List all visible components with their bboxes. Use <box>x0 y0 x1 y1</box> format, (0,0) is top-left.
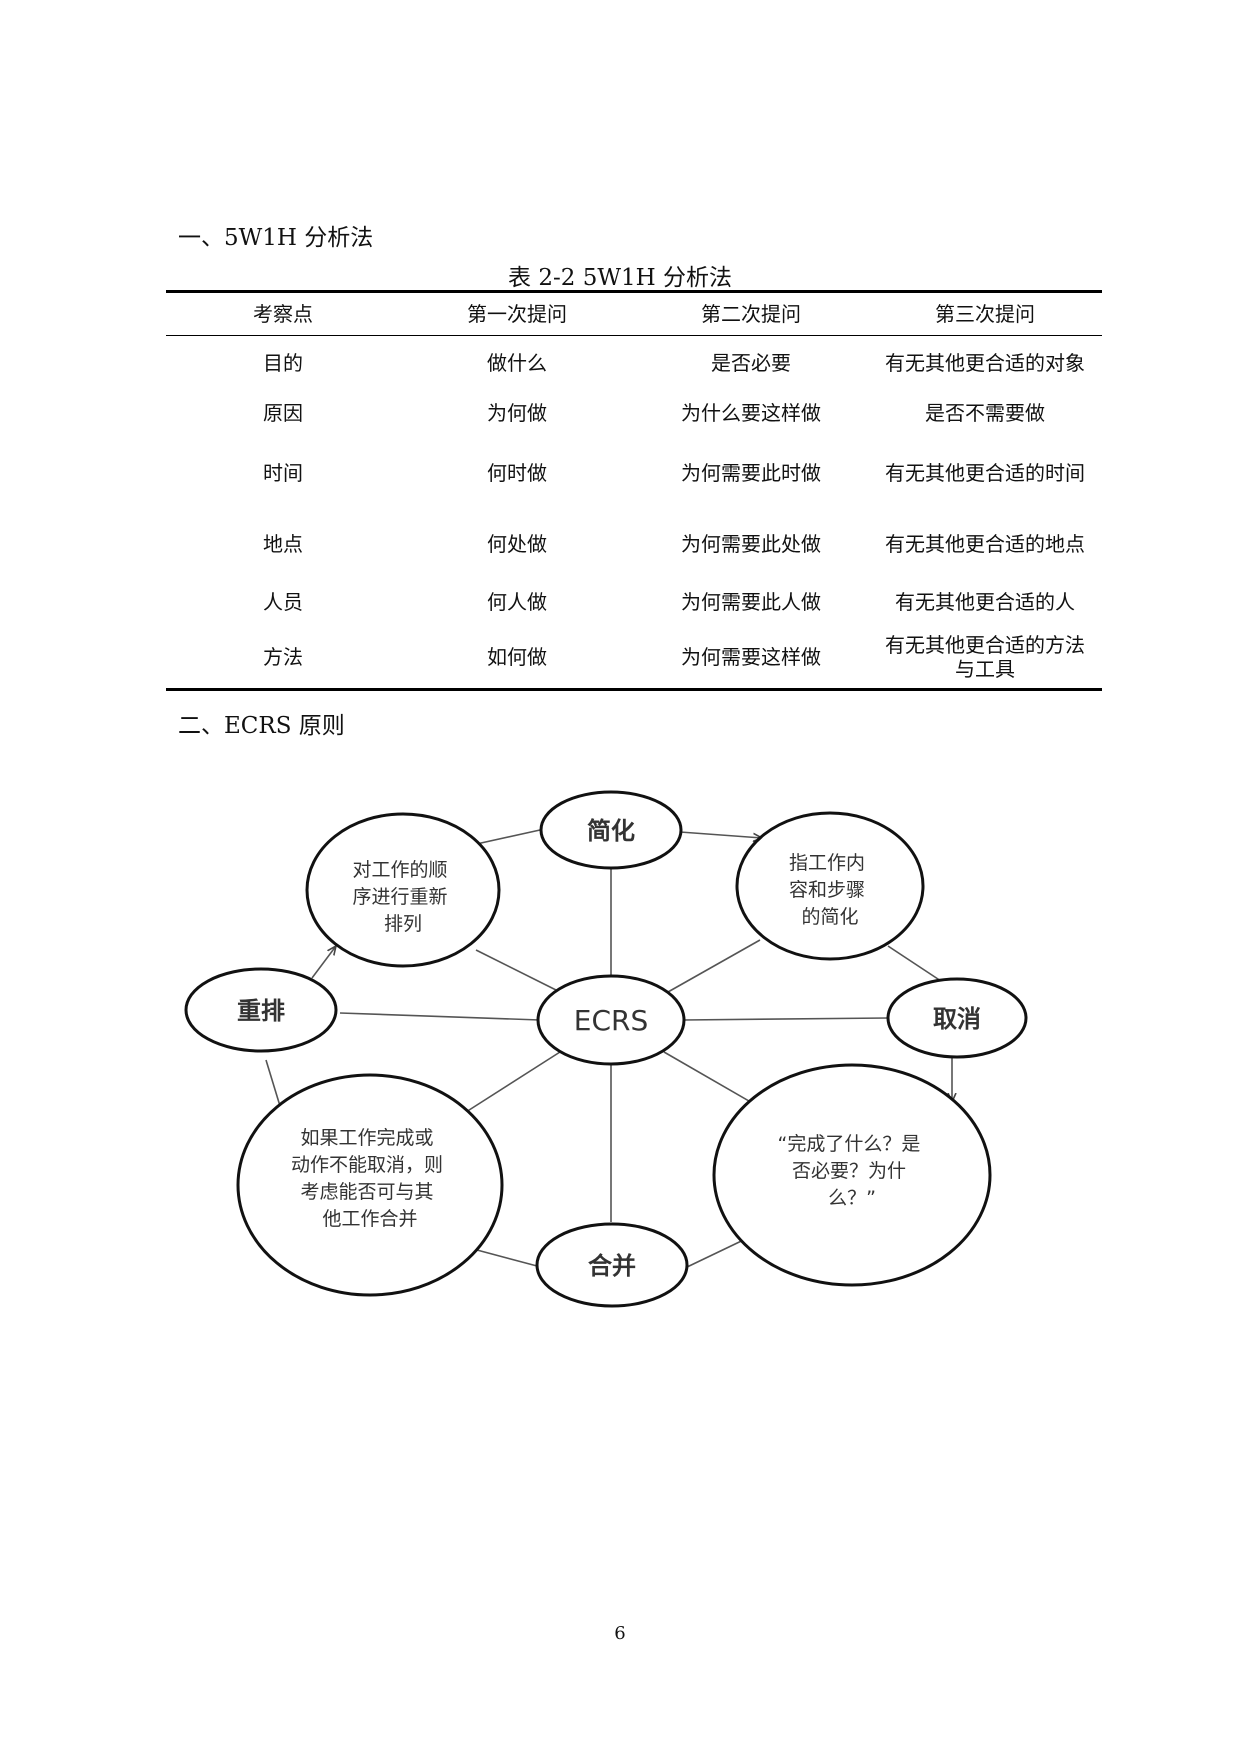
simplify-description: 指工作内 容和步骤 的简化 <box>789 852 871 928</box>
table-cell: 为何需要此人做 <box>681 589 821 614</box>
description-line: 么？” <box>828 1187 876 1209</box>
spoke-lines <box>339 860 889 1222</box>
table-row: 人员 何人做 为何需要此人做 有无其他更合适的人 <box>166 578 1102 626</box>
description-line: 容和步骤 <box>789 879 865 901</box>
spoke-line <box>339 1012 541 1021</box>
section-heading-ecrs: 二、ECRS 原则 <box>178 713 345 739</box>
spoke-line <box>475 949 557 991</box>
combine-description: 如果工作完成或 动作不能取消，则 考虑能否可与其 他工作合并 <box>291 1127 449 1230</box>
table-cell: 为何做 <box>487 400 547 425</box>
table-caption: 表 2-2 5W1H 分析法 <box>508 265 732 291</box>
table-cell: 方法 <box>166 625 400 691</box>
spoke-line <box>682 1017 889 1021</box>
description-line: 序进行重新 <box>352 886 447 908</box>
table-cell: 为何需要此时做 <box>681 460 821 485</box>
cycle-line <box>265 1059 281 1107</box>
eliminate-label: 取消 <box>933 1005 981 1033</box>
column-header: 第三次提问 <box>868 290 1102 336</box>
table-cell: 地点 <box>263 531 303 556</box>
table-header-row: 考察点 第一次提问 第二次提问 第三次提问 <box>166 290 1102 336</box>
description-line: 否必要？为什 <box>792 1160 906 1182</box>
table-cell: 时间 <box>263 460 303 485</box>
description-line: 动作不能取消，则 <box>291 1154 443 1176</box>
simplify-label: 简化 <box>587 817 635 845</box>
section-heading-5w1h: 一、5W1H 分析法 <box>178 225 374 251</box>
table-row: 时间 何时做 为何需要此时做 有无其他更合适的时间 <box>166 436 1102 510</box>
rearrange-description: 对工作的顺 序进行重新 排列 <box>352 859 453 935</box>
page-number: 6 <box>614 1623 626 1644</box>
table-cell: 人员 <box>263 589 303 614</box>
table-cell: 为何需要此处做 <box>681 531 821 556</box>
eliminate-description: “完成了什么？是 否必要？为什 么？” <box>778 1133 927 1209</box>
table-cell: 有无其他更合适的对象 <box>885 350 1085 375</box>
description-line: 对工作的顺 <box>352 859 447 881</box>
description-line: 排列 <box>384 913 422 935</box>
rearrange-description-bubble <box>305 812 501 968</box>
combine-node <box>535 1222 689 1308</box>
spoke-line <box>667 939 761 993</box>
table-row: 地点 何处做 为何需要此处做 有无其他更合适的地点 <box>166 510 1102 578</box>
table-row: 原因 为何做 为什么要这样做 是否不需要做 <box>166 390 1102 436</box>
rearrange-label: 重排 <box>237 997 285 1025</box>
table-cell: 有无其他更合适的地点 <box>885 531 1085 556</box>
column-header: 考察点 <box>166 290 400 336</box>
ecrs-hub-node <box>536 974 686 1066</box>
column-header: 第二次提问 <box>634 290 868 336</box>
combine-label: 合并 <box>588 1252 636 1280</box>
table-cell: 何人做 <box>487 589 547 614</box>
table-row: 目的 做什么 是否必要 有无其他更合适的对象 <box>166 336 1102 390</box>
table-cell: 是否不需要做 <box>925 400 1045 425</box>
table-cell: 目的 <box>263 350 303 375</box>
table-cell: 原因 <box>263 400 303 425</box>
description-line: 的简化 <box>801 906 858 928</box>
table-cell: 为什么要这样做 <box>681 400 821 425</box>
table-cell: 何处做 <box>487 531 547 556</box>
table-cell: 做什么 <box>487 350 547 375</box>
table-cell: 为何需要这样做 <box>634 625 868 691</box>
hub-label: ECRS <box>574 1004 648 1037</box>
table-cell: 何时做 <box>487 460 547 485</box>
cycle-line <box>471 829 541 846</box>
table-cell: 有无其他更合适的时间 <box>885 460 1085 485</box>
eliminate-node <box>886 977 1028 1059</box>
cycle-arrow <box>311 946 336 979</box>
column-header: 第一次提问 <box>400 290 634 336</box>
table-cell: 有无其他更合适的人 <box>895 589 1075 614</box>
table-row: 方法 如何做 为何需要这样做 有无其他更合适的方法与工具 <box>166 625 1102 691</box>
description-line: 考虑能否可与其 <box>300 1181 433 1203</box>
simplify-node <box>539 790 683 870</box>
table-cell: 如何做 <box>400 625 634 691</box>
cycle-arrow <box>679 831 762 838</box>
description-line: “完成了什么？是 <box>778 1133 921 1155</box>
description-line: 他工作合并 <box>322 1208 417 1230</box>
description-line: 指工作内 <box>789 852 865 874</box>
table-cell: 有无其他更合适的方法与工具 <box>868 625 1102 691</box>
spoke-line <box>465 1051 561 1113</box>
table-cell: 是否必要 <box>711 350 791 375</box>
cycle-line <box>887 945 945 984</box>
simplify-description-bubble <box>735 811 925 961</box>
eliminate-description-bubble <box>712 1063 992 1287</box>
rearrange-node <box>184 967 338 1053</box>
description-line: 如果工作完成或 <box>300 1127 433 1149</box>
combine-description-bubble <box>236 1073 504 1297</box>
5w1h-table: 考察点 第一次提问 第二次提问 第三次提问 目的 做什么 是否必要 有无其他更合… <box>166 290 1102 691</box>
